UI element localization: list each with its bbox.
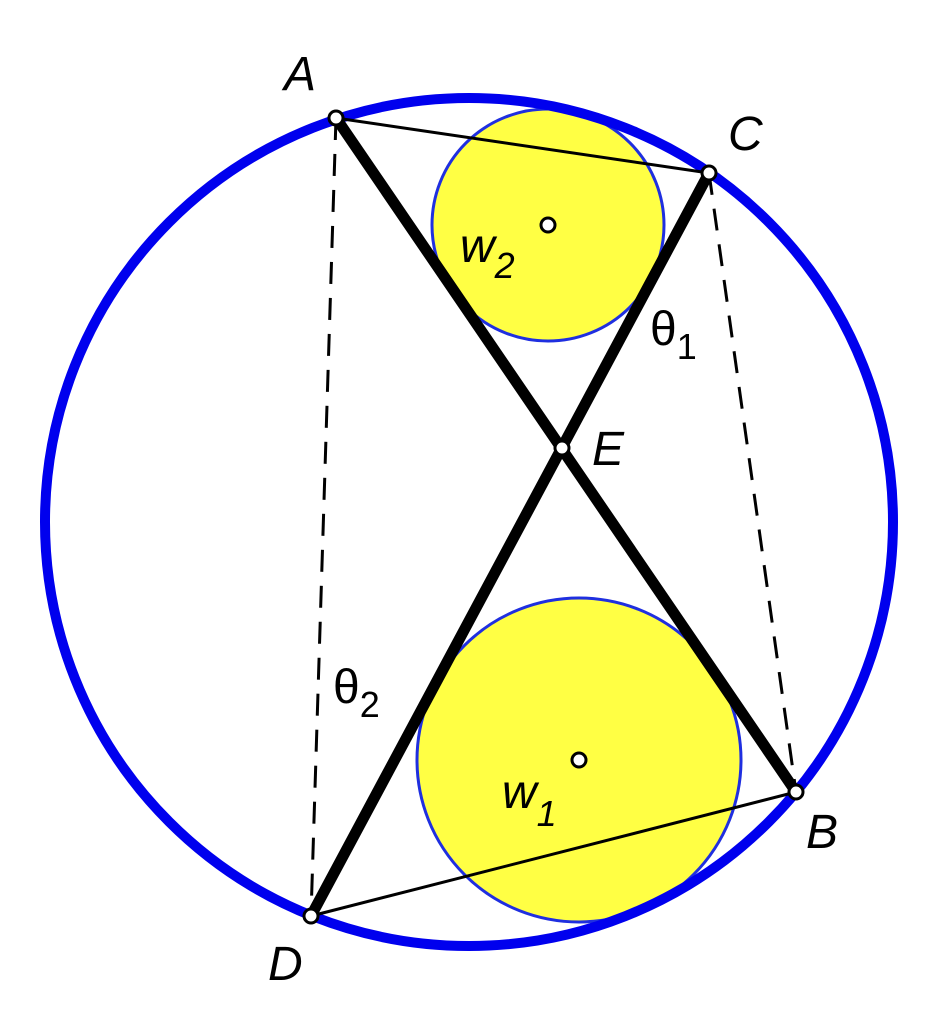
point-c [700,164,718,182]
label-theta2: θ2 [333,661,380,725]
point-d [302,907,320,925]
label-w2-sub: 2 [494,245,515,286]
dashed-chord-cb [707,172,798,793]
label-w2-symbol: w [460,220,498,273]
label-theta1-symbol: θ [650,303,677,356]
label-w2: w2 [460,220,515,286]
center-w1 [570,751,588,769]
label-w1-symbol: w [502,766,540,819]
label-d: D [268,938,303,991]
label-w1-sub: 1 [537,793,557,834]
label-b: B [806,806,838,859]
label-theta1: θ1 [650,303,697,367]
point-b [787,783,805,801]
dashed-chord-ad [309,117,338,917]
point-a [327,109,345,127]
label-w1: w1 [502,766,557,834]
chord-ac [335,116,710,175]
label-c: C [728,108,763,161]
label-theta2-symbol: θ [333,661,360,714]
chord-db [310,790,797,918]
center-w2 [539,216,557,234]
label-e: E [592,423,625,476]
label-theta1-sub: 1 [677,326,697,367]
chord-cd [305,167,715,922]
point-e [553,439,571,457]
label-a: A [281,48,316,101]
circumcircle [40,93,898,951]
label-theta2-sub: 2 [360,684,380,725]
